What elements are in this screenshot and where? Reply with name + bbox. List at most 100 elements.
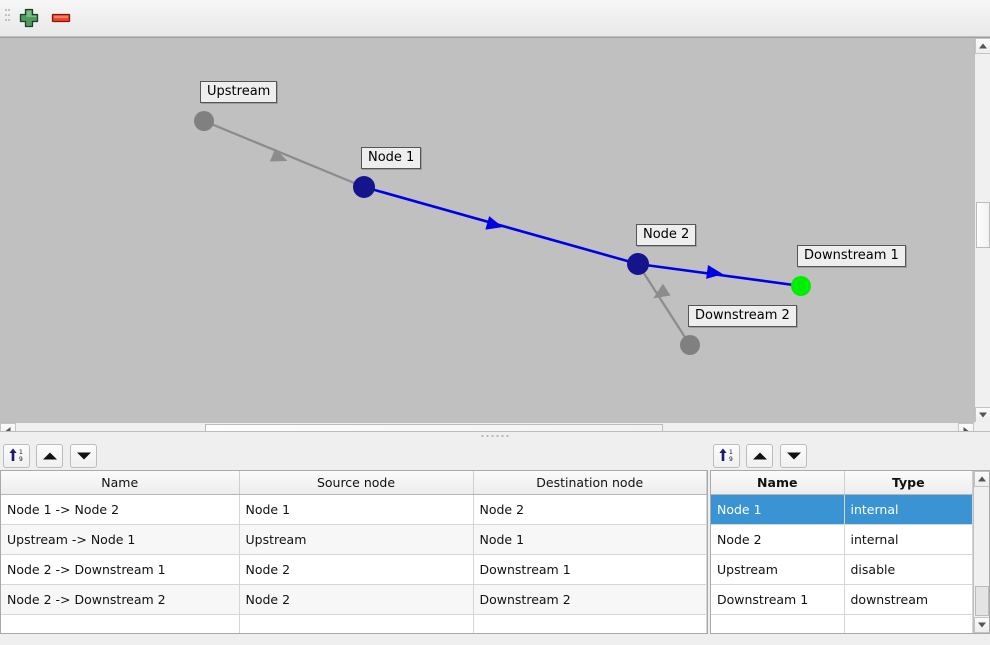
svg-text:9: 9 — [19, 456, 23, 463]
sort-ascending-icon: 1 9 — [719, 448, 733, 463]
graph-view[interactable]: Upstream Node 1 Node 2 Downstream 1 Down… — [0, 37, 990, 439]
horizontal-splitter[interactable] — [0, 431, 990, 441]
triangle-down-icon — [979, 412, 987, 418]
connections-table[interactable]: Name Source node Destination node Node 1… — [0, 470, 708, 634]
graph-node-node2[interactable] — [627, 253, 649, 275]
cell-destination-node[interactable]: Node 1 — [473, 524, 707, 555]
cell-type[interactable]: downstream — [844, 584, 973, 615]
splitter-grip — [481, 435, 509, 437]
cell-name[interactable]: Node 1 -> Node 2 — [1, 494, 240, 525]
svg-text:1: 1 — [19, 449, 23, 456]
cell-destination-node[interactable]: Node 2 — [473, 494, 707, 525]
column-header-type[interactable]: Type — [844, 471, 973, 495]
scroll-down-button[interactable] — [975, 407, 990, 423]
nodes-move-up-button[interactable] — [746, 444, 773, 468]
arrowhead-icon — [706, 264, 723, 279]
table-row[interactable]: Upstream -> Node 1 Upstream Node 1 — [1, 524, 707, 555]
edge-node1-node2[interactable] — [363, 185, 639, 266]
connections-toolbar: 1 9 — [0, 441, 708, 470]
connections-header-row: Name Source node Destination node — [1, 471, 707, 495]
cell-empty[interactable] — [844, 614, 973, 633]
scroll-down-button[interactable] — [974, 617, 989, 633]
nodes-move-down-button[interactable] — [780, 444, 807, 468]
table-row[interactable]: Node 2 -> Downstream 2 Node 2 Downstream… — [1, 584, 707, 615]
cell-name[interactable]: Upstream — [711, 554, 845, 585]
nodes-grid: Name Type Node 1 internal Node 2 interna… — [711, 471, 989, 633]
cell-destination-node[interactable]: Downstream 1 — [473, 554, 707, 585]
graph-label-upstream[interactable]: Upstream — [200, 81, 278, 103]
connections-move-down-button[interactable] — [70, 444, 97, 468]
cell-empty[interactable] — [1, 614, 240, 633]
table-row-empty[interactable] — [1, 614, 707, 633]
nodes-vertical-scrollbar[interactable] — [973, 471, 989, 633]
cell-name[interactable]: Node 2 -> Downstream 1 — [1, 554, 240, 585]
cell-source-node[interactable]: Node 2 — [239, 554, 474, 585]
column-header-source-node[interactable]: Source node — [239, 471, 474, 495]
table-row[interactable]: Node 1 internal — [711, 494, 989, 525]
connections-move-up-button[interactable] — [36, 444, 63, 468]
graph-vertical-scrollbar[interactable] — [974, 38, 990, 423]
svg-text:1: 1 — [729, 449, 733, 456]
add-node-button[interactable] — [16, 6, 42, 31]
cell-name[interactable]: Node 1 — [711, 494, 845, 525]
table-row[interactable]: Upstream disable — [711, 554, 989, 585]
graph-node-upstream[interactable] — [194, 111, 214, 131]
scroll-up-button[interactable] — [975, 38, 990, 54]
cell-source-node[interactable]: Upstream — [239, 524, 474, 555]
graph-node-downstream2[interactable] — [680, 335, 700, 355]
table-row[interactable]: Node 1 -> Node 2 Node 1 Node 2 — [1, 494, 707, 525]
edge-node2-downstream2[interactable] — [637, 263, 691, 346]
nodes-vertical-scroll-thumb[interactable] — [975, 586, 989, 616]
cell-empty[interactable] — [711, 614, 845, 633]
graph-label-node1[interactable]: Node 1 — [361, 147, 422, 169]
arrowhead-icon — [653, 283, 671, 299]
graph-vertical-scroll-thumb[interactable] — [976, 202, 990, 248]
table-row[interactable]: Node 2 -> Downstream 1 Node 2 Downstream… — [1, 554, 707, 585]
connections-pane: 1 9 Name Source node Destination node N — [0, 441, 708, 634]
cell-name[interactable]: Node 2 -> Downstream 2 — [1, 584, 240, 615]
edge-node2-downstream1[interactable] — [637, 262, 802, 288]
triangle-up-icon — [978, 476, 986, 482]
nodes-sort-button[interactable]: 1 9 — [713, 444, 740, 468]
plus-icon — [19, 8, 39, 28]
toolbar-drag-handle[interactable] — [5, 9, 10, 29]
graph-label-downstream2[interactable]: Downstream 2 — [688, 305, 797, 327]
triangle-up-icon — [42, 452, 57, 460]
column-header-name[interactable]: Name — [1, 471, 240, 495]
table-row[interactable]: Node 2 internal — [711, 524, 989, 555]
graph-label-node2[interactable]: Node 2 — [636, 224, 697, 246]
cell-type[interactable]: disable — [844, 554, 973, 585]
triangle-down-icon — [76, 452, 91, 460]
graph-node-node1[interactable] — [353, 176, 375, 198]
triangle-down-icon — [786, 452, 801, 460]
triangle-up-icon — [979, 43, 987, 49]
cell-empty[interactable] — [239, 614, 474, 633]
nodes-table[interactable]: Name Type Node 1 internal Node 2 interna… — [710, 470, 990, 634]
column-header-name[interactable]: Name — [711, 471, 845, 495]
cell-name[interactable]: Upstream -> Node 1 — [1, 524, 240, 555]
graph-canvas[interactable]: Upstream Node 1 Node 2 Downstream 1 Down… — [0, 38, 974, 423]
cell-destination-node[interactable]: Downstream 2 — [473, 584, 707, 615]
table-row-empty[interactable] — [711, 614, 989, 633]
graph-edges-layer — [194, 111, 811, 355]
cell-empty[interactable] — [473, 614, 707, 633]
edge-upstream-node1[interactable] — [203, 119, 365, 189]
graph-label-downstream1[interactable]: Downstream 1 — [797, 245, 906, 267]
cell-type[interactable]: internal — [844, 494, 973, 525]
arrowhead-icon — [269, 148, 288, 162]
remove-node-button[interactable] — [48, 6, 74, 31]
scroll-up-button[interactable] — [974, 471, 989, 487]
graph-node-downstream1[interactable] — [791, 276, 811, 296]
cell-source-node[interactable]: Node 2 — [239, 584, 474, 615]
cell-source-node[interactable]: Node 1 — [239, 494, 474, 525]
triangle-up-icon — [752, 452, 767, 460]
table-row[interactable]: Downstream 1 downstream — [711, 584, 989, 615]
cell-name[interactable]: Node 2 — [711, 524, 845, 555]
minus-icon — [51, 13, 71, 23]
connections-grid: Name Source node Destination node Node 1… — [1, 471, 707, 633]
svg-text:9: 9 — [729, 456, 733, 463]
cell-name[interactable]: Downstream 1 — [711, 584, 845, 615]
column-header-destination-node[interactable]: Destination node — [473, 471, 707, 495]
cell-type[interactable]: internal — [844, 524, 973, 555]
connections-sort-button[interactable]: 1 9 — [3, 444, 30, 468]
